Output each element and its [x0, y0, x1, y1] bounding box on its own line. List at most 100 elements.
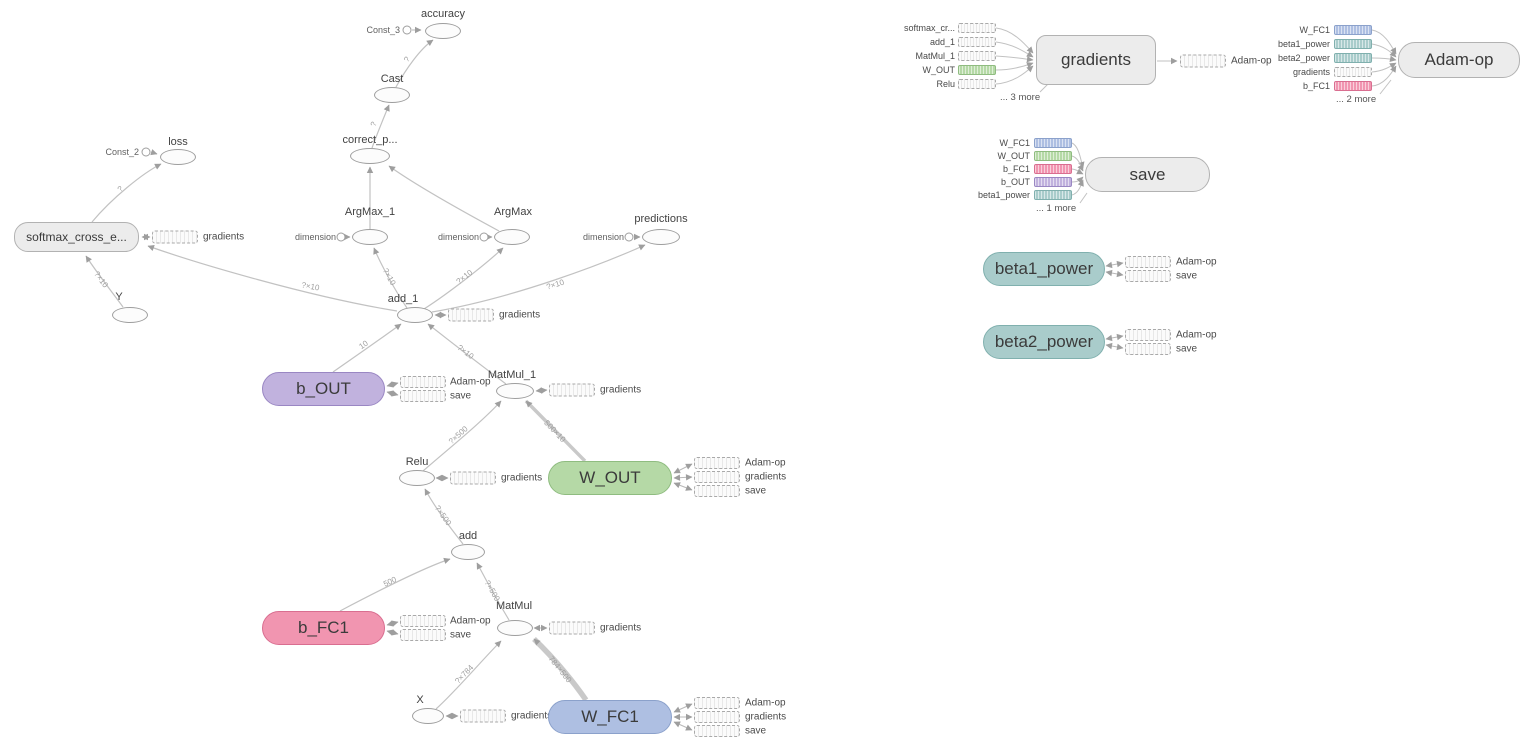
op-node-loss[interactable] — [160, 149, 196, 165]
ref-node-relu-gradients[interactable] — [450, 471, 496, 485]
ref-node-add1-gradients[interactable] — [448, 308, 494, 322]
edge-argmax-correct — [388, 165, 500, 232]
aux-more-save[interactable]: ... 1 more — [1036, 203, 1077, 214]
aux-input-box-save-2[interactable] — [1034, 164, 1072, 174]
op-node-add1[interactable] — [397, 307, 433, 323]
ref-node-bout-adam[interactable] — [400, 376, 446, 388]
op-node-accuracy[interactable] — [425, 23, 461, 39]
node-label-b-out: b_OUT — [296, 379, 351, 398]
edge-add-relu — [424, 488, 464, 545]
node-label-accuracy: accuracy — [420, 8, 466, 20]
op-node-correct-prediction[interactable] — [350, 148, 390, 164]
ref-node-wout-adam[interactable] — [694, 457, 740, 469]
param-node-w-fc1[interactable]: W_FC1 — [548, 700, 672, 734]
node-label-matmul: MatMul — [495, 600, 533, 612]
ref-label-wout-save: save — [745, 485, 767, 497]
ref-node-gradients-adam[interactable] — [1180, 54, 1226, 68]
const-node-dimension-argmax[interactable] — [479, 232, 489, 242]
aux-node-gradients[interactable]: gradients — [1036, 35, 1156, 85]
aux-input-box-adam-3[interactable] — [1334, 67, 1372, 77]
ref-node-wout-save[interactable] — [694, 485, 740, 497]
op-node-matmul[interactable] — [497, 620, 533, 636]
op-node-x[interactable] — [412, 708, 444, 724]
ref-node-matmul1-gradients[interactable] — [549, 383, 595, 397]
ref-node-beta1-adam[interactable] — [1125, 256, 1171, 268]
ref-node-bfc1-save[interactable] — [400, 629, 446, 641]
ref-label-bout-adam: Adam-op — [450, 376, 491, 388]
const-node-const3[interactable] — [402, 25, 412, 35]
edge-wout-matmul1 — [524, 399, 587, 463]
ref-node-bfc1-adam[interactable] — [400, 615, 446, 627]
op-node-add[interactable] — [451, 544, 485, 560]
edge-label-correct-cast: ? — [369, 120, 379, 128]
aux-input-box-gradients-0[interactable] — [958, 23, 996, 33]
op-node-relu[interactable] — [399, 470, 435, 486]
op-node-argmax[interactable] — [494, 229, 530, 245]
aux-input-box-adam-2[interactable] — [1334, 53, 1372, 63]
aux-input-box-gradients-2[interactable] — [958, 51, 996, 61]
ref-node-wfc1-adam[interactable] — [694, 697, 740, 709]
namespace-node-softmax-cross-entropy[interactable]: softmax_cross_e... — [14, 222, 139, 252]
param-node-beta2-power[interactable]: beta2_power — [983, 325, 1105, 359]
auxedge-gradients-in-0 — [995, 27, 1034, 54]
auxedge-save-in-2 — [1071, 168, 1084, 175]
op-node-predictions[interactable] — [642, 229, 680, 245]
aux-input-box-save-4[interactable] — [1034, 190, 1072, 200]
aux-input-box-gradients-4[interactable] — [958, 79, 996, 89]
input-label-dimension-argmax1: dimension — [294, 232, 336, 242]
aux-input-label-save-0: W_FC1 — [999, 138, 1030, 148]
ref-node-beta2-adam[interactable] — [1125, 329, 1171, 341]
ref-node-softmax-gradients[interactable] — [152, 230, 198, 244]
ref-node-matmul-gradients[interactable] — [549, 621, 595, 635]
aux-more-gradients[interactable]: ... 3 more — [1000, 92, 1041, 103]
aux-more-adam[interactable]: ... 2 more — [1336, 94, 1377, 105]
aux-input-label-adam-2: beta2_power — [1277, 53, 1330, 63]
ref-node-wfc1-gradients[interactable] — [694, 711, 740, 723]
param-node-w-out[interactable]: W_OUT — [548, 461, 672, 495]
param-node-b-out[interactable]: b_OUT — [262, 372, 385, 406]
op-node-argmax1[interactable] — [352, 229, 388, 245]
ref-node-wfc1-save[interactable] — [694, 725, 740, 737]
ref-node-x-gradients[interactable] — [460, 709, 506, 723]
edge-label-bfc1-add: 500 — [382, 575, 398, 589]
aux-input-box-save-0[interactable] — [1034, 138, 1072, 148]
op-node-cast[interactable] — [374, 87, 410, 103]
aux-input-box-adam-0[interactable] — [1334, 25, 1372, 35]
ref-node-beta1-save[interactable] — [1125, 270, 1171, 282]
ref-label-add1-gradients: gradients — [499, 309, 541, 321]
aux-node-adam-op[interactable]: Adam-op — [1398, 42, 1520, 78]
const-node-const2[interactable] — [141, 147, 151, 157]
aux-input-box-adam-1[interactable] — [1334, 39, 1372, 49]
ref-label-wfc1-gradients: gradients — [745, 711, 787, 723]
auxedge-adam-more — [1379, 79, 1392, 95]
aux-input-box-gradients-3[interactable] — [958, 65, 996, 75]
param-node-b-fc1[interactable]: b_FC1 — [262, 611, 385, 645]
aux-input-label-save-2: b_FC1 — [1002, 164, 1030, 174]
edge-label-softmax-loss: ? — [116, 184, 126, 194]
ref-label-gradients-adam: Adam-op — [1231, 55, 1272, 67]
op-node-matmul1[interactable] — [496, 383, 534, 399]
edge-label-cast-accuracy: ? — [402, 55, 412, 64]
aux-node-save[interactable]: save — [1085, 157, 1210, 192]
ref-node-bout-save[interactable] — [400, 390, 446, 402]
auxedge-adam-in-2 — [1371, 55, 1397, 62]
param-node-beta1-power[interactable]: beta1_power — [983, 252, 1105, 286]
node-label-save: save — [1129, 164, 1166, 184]
edge-label-relu-matmul1: ?×500 — [447, 424, 470, 446]
aux-input-box-gradients-1[interactable] — [958, 37, 996, 47]
op-node-y[interactable] — [112, 307, 148, 323]
ref-node-beta2-save[interactable] — [1125, 343, 1171, 355]
refedge-wout-save — [673, 482, 693, 491]
ref-edges — [141, 233, 1124, 731]
const-node-dimension-predictions[interactable] — [624, 232, 634, 242]
ref-node-wout-gradients[interactable] — [694, 471, 740, 483]
aux-input-box-save-3[interactable] — [1034, 177, 1072, 187]
aux-input-box-save-1[interactable] — [1034, 151, 1072, 161]
auxedge-save-in-0 — [1071, 142, 1085, 169]
aux-input-box-adam-4[interactable] — [1334, 81, 1372, 91]
refedge-wout-adam — [673, 463, 693, 474]
const-node-dimension-argmax1[interactable] — [336, 232, 346, 242]
edge-wfc1-matmul — [532, 637, 589, 702]
aux-input-label-gradients-4: Relu — [936, 79, 955, 89]
